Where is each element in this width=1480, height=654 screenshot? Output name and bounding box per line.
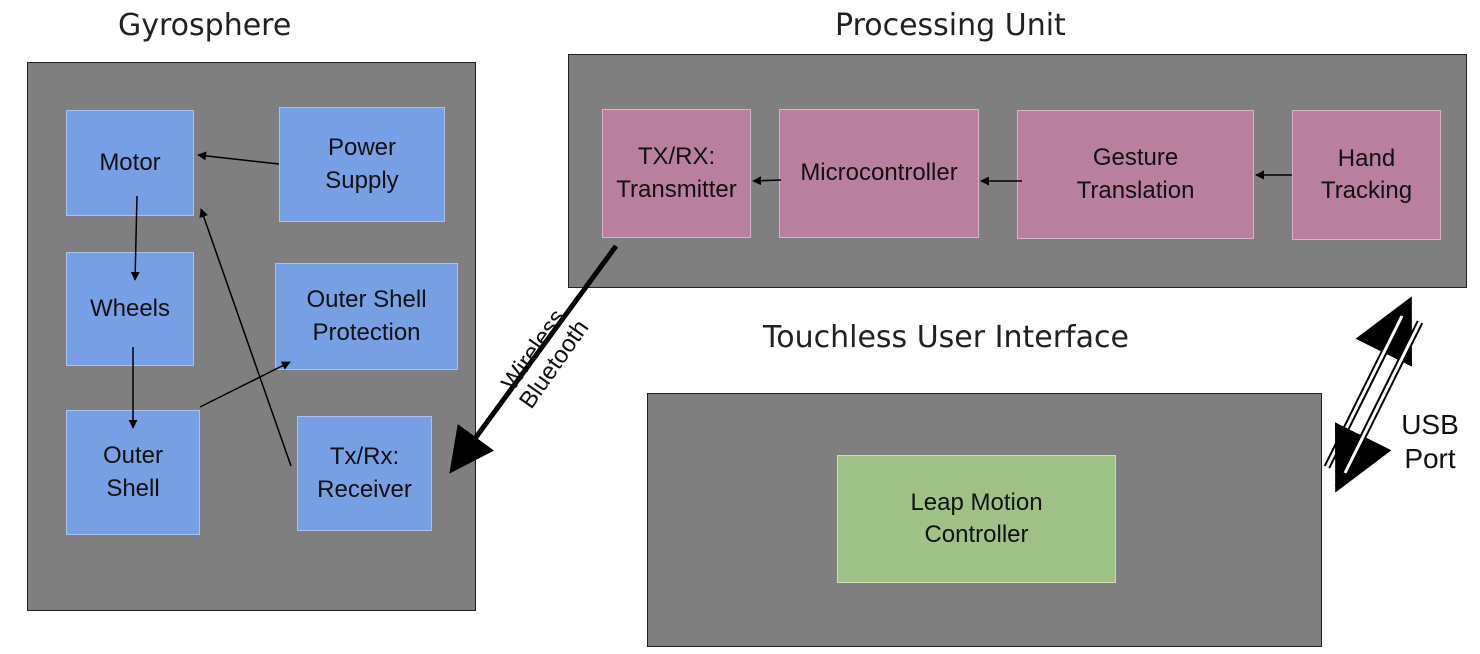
- hand-tracking-block: Hand Tracking: [1292, 110, 1441, 240]
- processing-unit-title: Processing Unit: [835, 8, 1066, 43]
- outer-shell-block: Outer Shell: [66, 410, 200, 535]
- arrow-outer-shell-to-protection: [199, 361, 291, 408]
- wheels-block: Wheels: [66, 252, 194, 366]
- arrow-power-to-motor: [197, 151, 280, 165]
- receiver-block: Tx/Rx: Receiver: [297, 416, 432, 531]
- leap-motion-controller-block: Leap Motion Controller: [837, 455, 1116, 583]
- microcontroller-block: Microcontroller: [779, 109, 979, 238]
- outer-shell-protection-block: Outer Shell Protection: [275, 263, 458, 370]
- usb-port-label: USB Port: [1401, 409, 1459, 474]
- gesture-translation-block: Gesture Translation: [1017, 110, 1254, 239]
- arrow-usb-down-inner: [1343, 321, 1422, 474]
- arrow-motor-to-wheels: [130, 195, 140, 281]
- transmitter-block: TX/RX: Transmitter: [602, 109, 751, 238]
- motor-block: Motor: [66, 110, 194, 216]
- power-supply-block: Power Supply: [279, 107, 445, 222]
- arrow-wireless-bluetooth: [449, 244, 619, 474]
- arrow-microcontroller-to-transmitter: [752, 176, 782, 186]
- touchless-ui-title: Touchless User Interface: [763, 320, 1129, 355]
- gyrosphere-title: Gyrosphere: [118, 8, 292, 43]
- arrow-receiver-to-motor: [199, 208, 292, 467]
